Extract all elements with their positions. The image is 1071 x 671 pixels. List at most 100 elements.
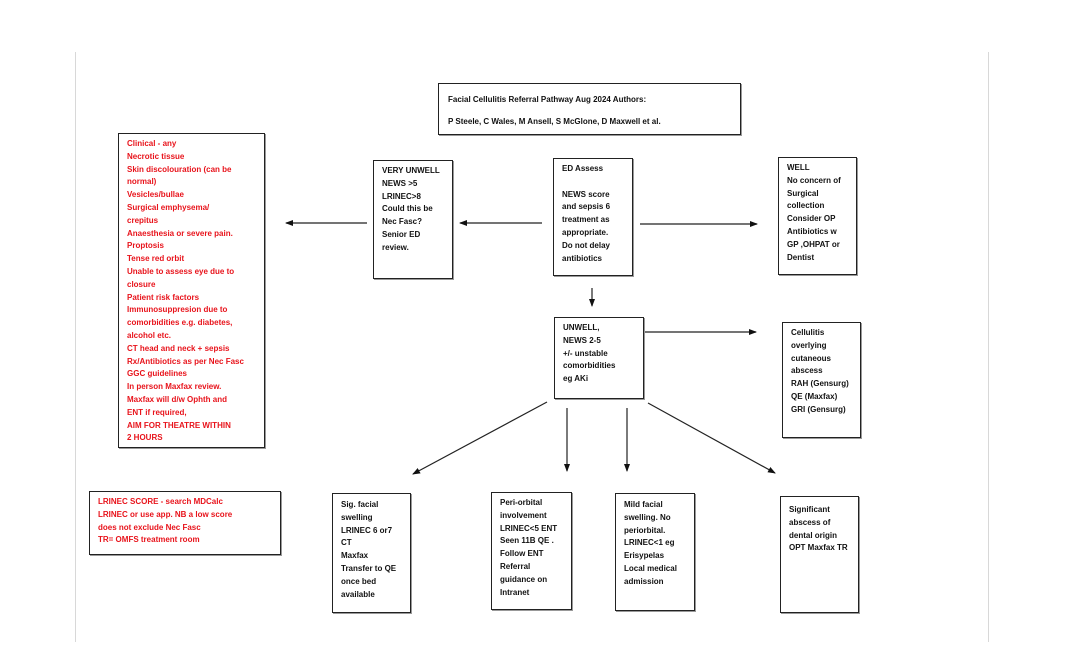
box-text-line: Transfer to QE <box>341 563 397 573</box>
box-text-line: LRINEC SCORE - search MDCalc <box>98 497 223 506</box>
ed-assess-box: ED Assess NEWS score and sepsis 6 treatmen… <box>553 158 633 276</box>
box-text-line: normal) <box>127 177 157 187</box>
box-text-line: Proptosis <box>127 241 164 251</box>
box-text-line: collection <box>787 201 825 211</box>
arrow-unwell-to-dental <box>647 402 776 474</box>
box-text-line: overlying <box>791 340 827 350</box>
box-text-line: cutaneous <box>791 353 832 363</box>
box-text-line: CT head and neck + sepsis <box>127 343 230 353</box>
box-text-line: LRINEC or use app. NB a low score <box>98 509 233 519</box>
box-text-line: Vesicles/bullae <box>127 190 184 200</box>
box-text-line: NEWS 2-5 <box>563 335 601 345</box>
box-text-line: admission <box>624 576 664 586</box>
box-text-line: Local medical <box>624 563 677 573</box>
unwell-box: UNWELL, NEWS 2-5 +/- unstable comorbidities… <box>554 317 644 399</box>
box-text-line: involvement <box>500 510 547 520</box>
box-text-line: swelling <box>341 512 373 522</box>
box-text-line: once bed <box>341 576 377 586</box>
box-text-line: OPT Maxfax TR <box>789 543 848 553</box>
box-text-line: Seen 11B QE . <box>500 536 554 546</box>
box-text-line: Dentist <box>787 252 815 262</box>
box-text-line: Cellulitis <box>791 328 825 337</box>
box-text-line <box>562 176 624 189</box>
box-text-line: VERY UNWELL <box>382 166 440 175</box>
page-edge-left <box>75 52 76 642</box>
box-text-line: treatment as <box>562 215 610 225</box>
box-text-line: guidance on <box>500 574 548 584</box>
box-text-line: comorbidities <box>563 361 616 371</box>
box-text-line: Referral <box>500 561 531 571</box>
mild-box: Mild facial swelling. No periorbital. LRINE… <box>615 493 695 611</box>
title-line: Facial Cellulitis Referral Pathway Aug 2… <box>448 95 647 104</box>
box-text-line: Peri-orbital <box>500 498 543 507</box>
box-text-line: GP ,OHPAT or <box>787 239 840 249</box>
box-text-line: abscess of <box>789 517 831 527</box>
box-text-line: LRINEC 6 or7 <box>341 525 393 535</box>
box-text-line: closure <box>127 279 156 289</box>
box-text-line: ED Assess <box>562 164 604 173</box>
box-text-line: alcohol etc. <box>127 330 172 340</box>
box-text-line: Mild facial <box>624 500 663 509</box>
box-text-line: Follow ENT <box>500 549 544 559</box>
box-text-line: GRI (Gensurg) <box>791 404 846 414</box>
box-text-line: Sig. facial <box>341 500 379 509</box>
box-text-line: +/- unstable <box>563 348 608 358</box>
box-text-line: LRINEC<5 ENT <box>500 523 558 533</box>
box-text-line: swelling. No <box>624 512 671 522</box>
box-text-line: periorbital. <box>624 525 666 535</box>
box-text-line: dental origin <box>789 530 837 540</box>
box-text-line: Surgical <box>787 188 819 198</box>
box-text-line: Senior ED <box>382 229 421 239</box>
box-text-line: Anaesthesia or severe pain. <box>127 228 233 238</box>
box-text-line: No concern of <box>787 175 841 185</box>
box-text-line: crepitus <box>127 215 159 225</box>
box-text-line: Nec Fasc? <box>382 217 423 227</box>
box-text-line: UNWELL, <box>563 323 600 332</box>
box-text-line: eg AKi <box>563 374 589 384</box>
box-text-line: Unable to assess eye due to <box>127 266 235 276</box>
box-text-line: GGC guidelines <box>127 369 188 379</box>
box-text-line: abscess <box>791 366 823 376</box>
box-text-line: 2 HOURS <box>127 433 163 443</box>
box-text-line: QE (Maxfax) <box>791 391 838 401</box>
box-text-line: Antibiotics w <box>787 226 837 236</box>
box-text-line: Consider OP <box>787 214 836 224</box>
box-text-line: ENT if required, <box>127 407 187 417</box>
box-text-line: Patient risk factors <box>127 292 200 302</box>
box-text-line: Tense red orbit <box>127 254 185 264</box>
box-text-line: AIM FOR THEATRE WITHIN <box>127 420 231 430</box>
box-text-line: available <box>341 589 375 599</box>
box-text-line: Necrotic tissue <box>127 151 185 161</box>
box-text-line: NEWS score <box>562 189 610 199</box>
box-text-line: LRINEC<1 eg <box>624 538 675 548</box>
box-text-line: appropriate. <box>562 227 609 237</box>
box-text-line: Immunosuppresion due to <box>127 305 228 315</box>
box-text-line: Erisypelas <box>624 551 665 561</box>
box-text-line: Do not delay <box>562 240 611 250</box>
box-text-line: Surgical emphysema/ <box>127 202 210 212</box>
box-text-line: Maxfax will d/w Ophth and <box>127 394 228 404</box>
box-text-line: RAH (Gensurg) <box>791 379 849 389</box>
box-text-line: NEWS >5 <box>382 178 418 188</box>
box-text-line: Clinical - any <box>127 139 177 148</box>
box-text-line: antibiotics <box>562 253 603 263</box>
box-text-line: TR= OMFS treatment room <box>98 535 200 545</box>
box-text-line: and sepsis 6 <box>562 202 611 212</box>
box-text-line: WELL <box>787 163 810 172</box>
box-text-line: Intranet <box>500 587 530 597</box>
arrow-unwell-to-sig-facial <box>412 401 548 475</box>
box-text-line: CT <box>341 538 352 548</box>
box-text-line: Maxfax <box>341 551 369 561</box>
box-text-line: Could this be <box>382 204 433 214</box>
box-text-line: Significant <box>789 505 830 514</box>
box-text-line: does not exclude Nec Fasc <box>98 522 201 532</box>
